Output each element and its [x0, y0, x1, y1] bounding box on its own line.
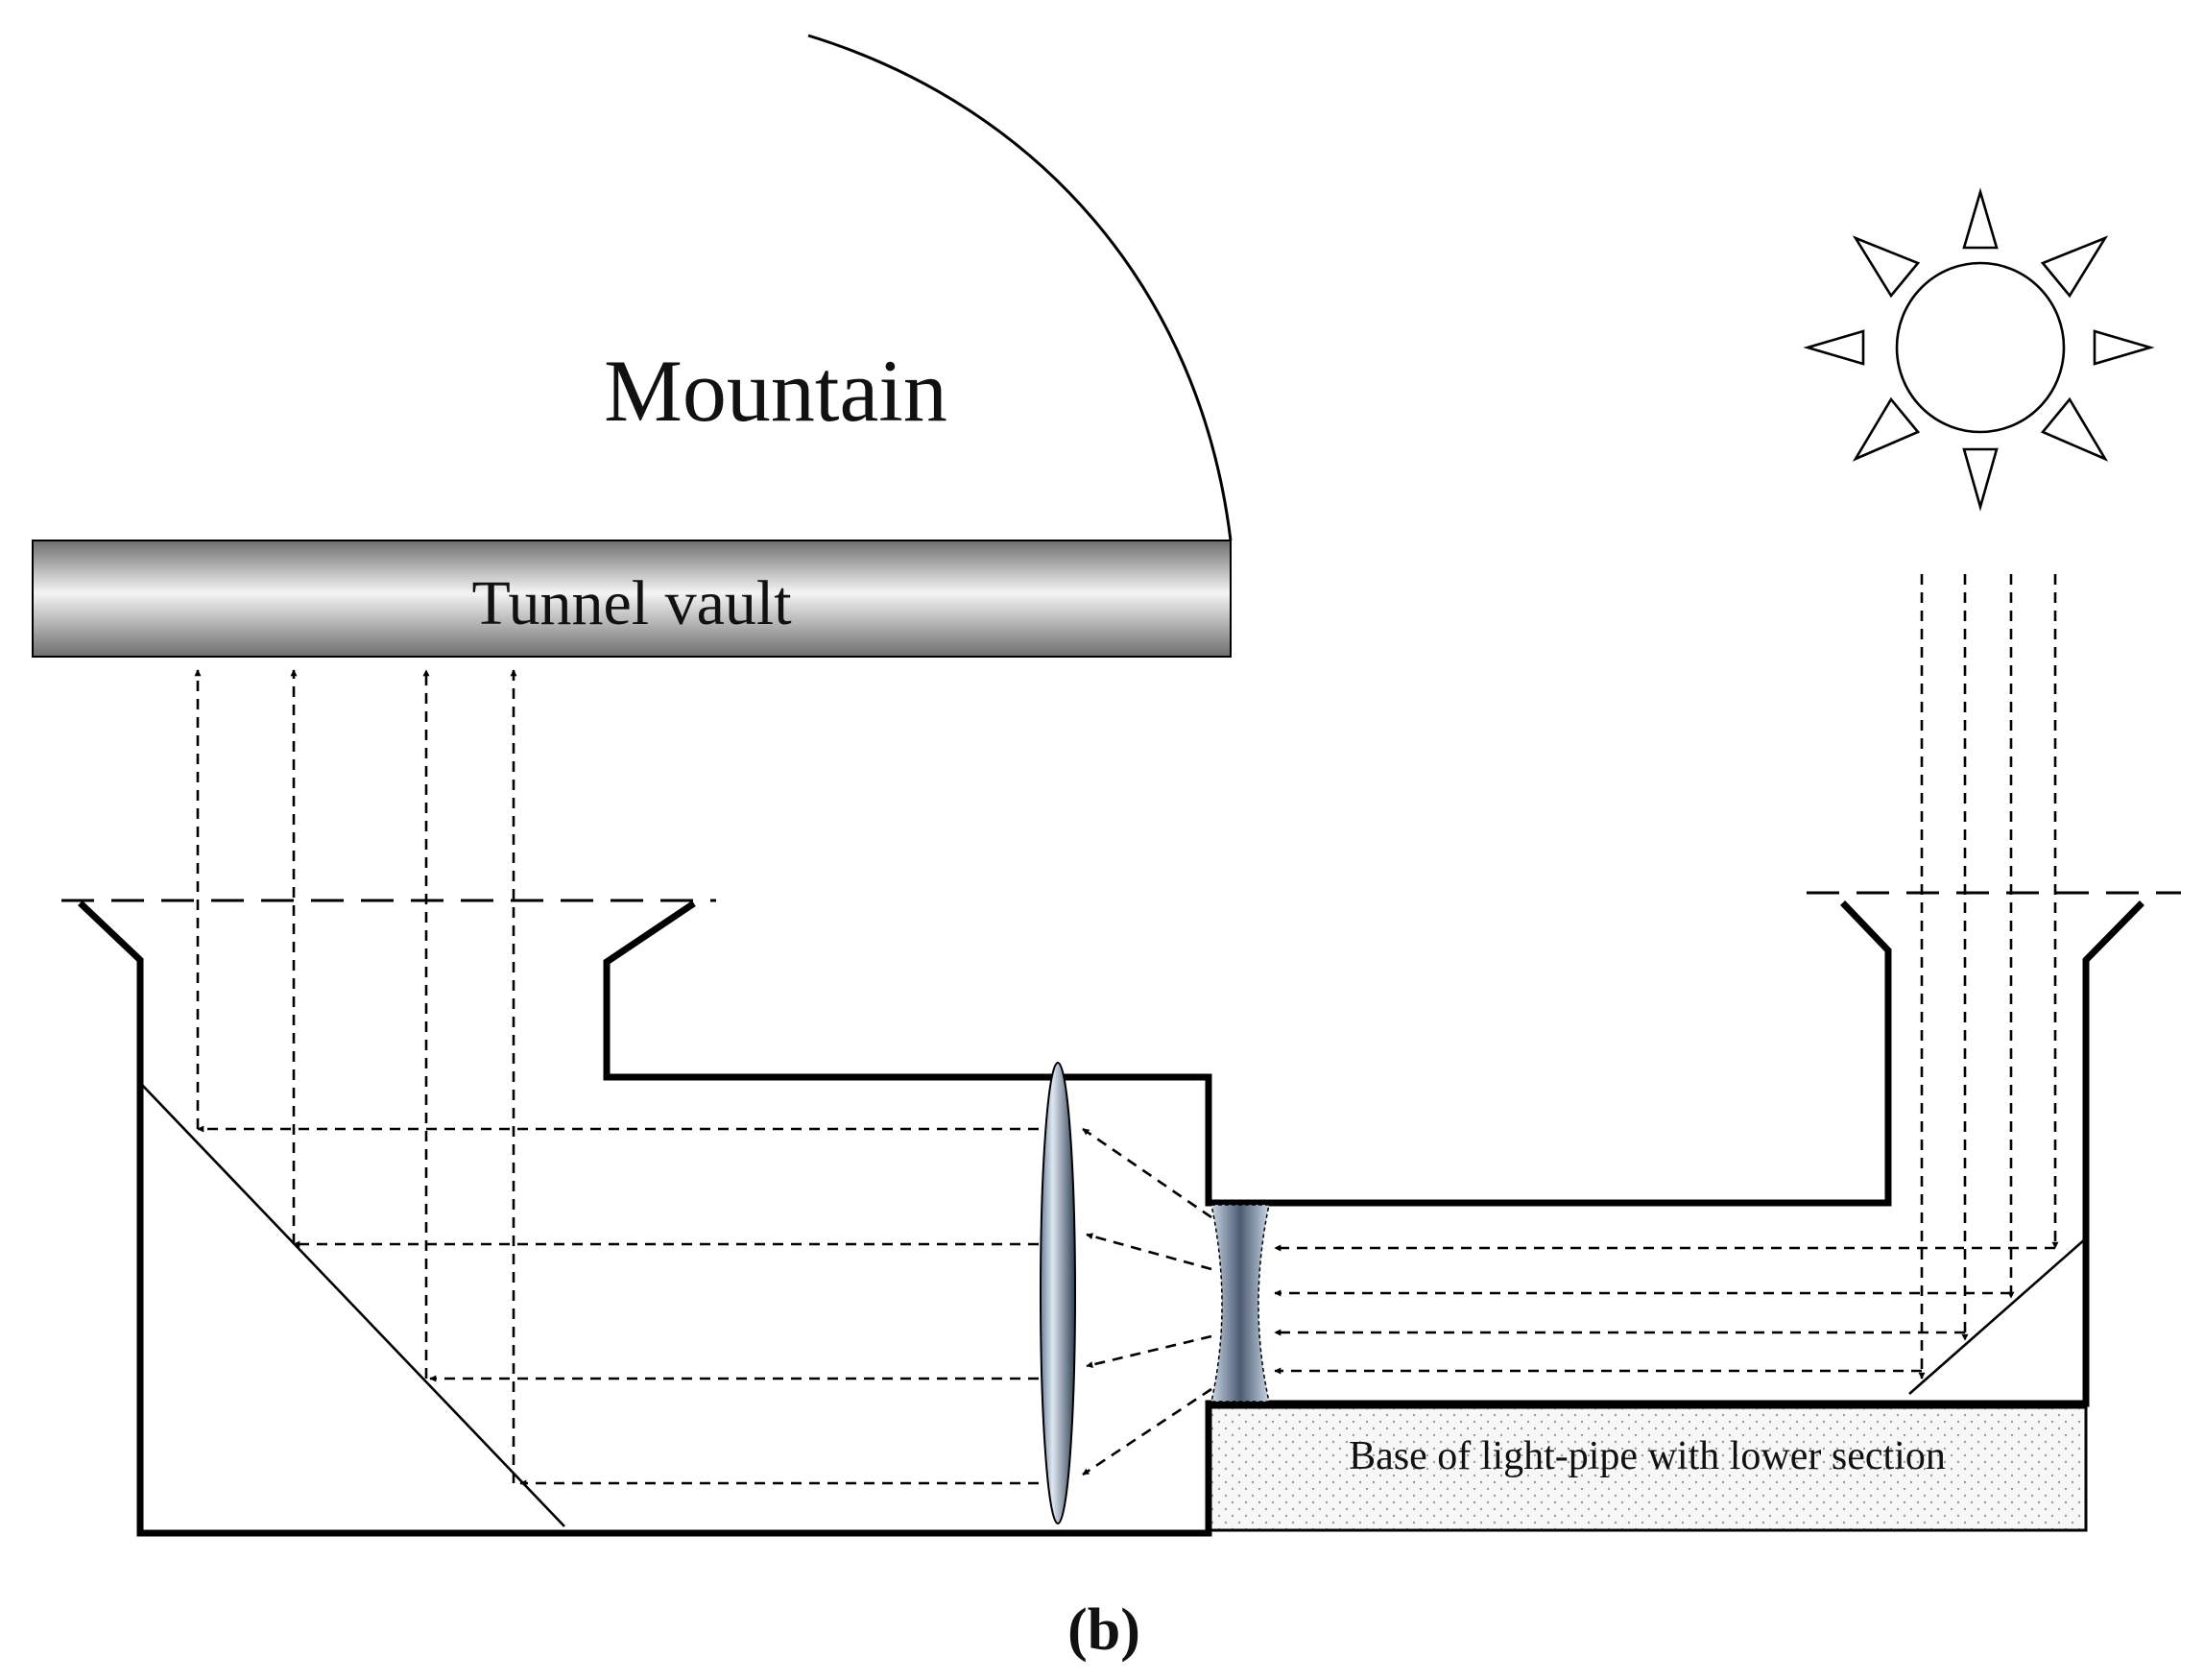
light-pipe-base: Base of light-pipe with lower section — [1207, 1405, 2088, 1532]
diverging-ray — [1086, 1233, 1212, 1271]
sun-icon — [1803, 187, 2155, 512]
mountain-outline — [807, 34, 1233, 541]
mountain-label: Mountain — [604, 342, 947, 440]
diverging-ray — [1086, 1334, 1212, 1368]
base-label: Base of light-pipe with lower section — [1349, 1434, 1946, 1478]
tunnel-vault: Tunnel vault — [32, 540, 1232, 658]
diverging-ray — [1082, 1387, 1212, 1476]
tunnel-vault-label: Tunnel vault — [471, 568, 791, 638]
light-pipe-walls — [78, 900, 2144, 1537]
panel-label: (b) — [1067, 1597, 1140, 1663]
right-mirror — [1908, 1237, 2087, 1395]
left-mirror — [139, 1082, 565, 1527]
concave-lens — [1210, 1204, 1270, 1403]
diverging-ray — [1082, 1127, 1212, 1219]
convex-lens — [1040, 1062, 1076, 1524]
